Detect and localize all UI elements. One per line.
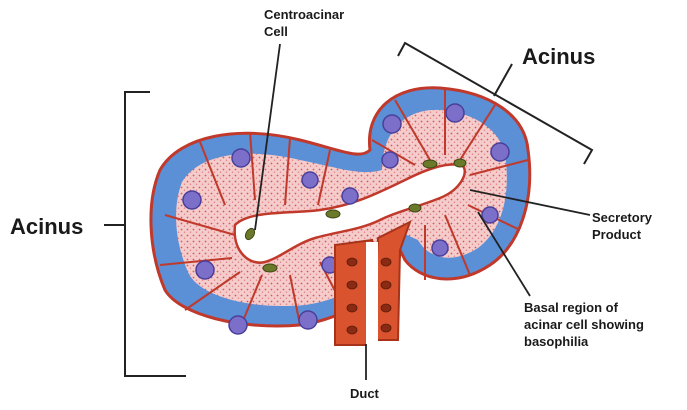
duct-label: Duct	[350, 385, 379, 402]
secretory-label-line-2: Product	[592, 226, 652, 243]
basal-label-line-3: basophilia	[524, 333, 644, 350]
centroacinar-cell-label: Centroacinar Cell	[264, 6, 344, 40]
secretory-label-line-1: Secretory	[592, 209, 652, 226]
acinus-label-left: Acinus	[10, 214, 83, 240]
basal-label-line-2: acinar cell showing	[524, 316, 644, 333]
secretory-product-label: Secretory Product	[592, 209, 652, 243]
basal-label-line-1: Basal region of	[524, 299, 644, 316]
acinus-label-top: Acinus	[522, 44, 595, 70]
centroacinar-label-line-1: Centroacinar	[264, 6, 344, 23]
basal-region-label: Basal region of acinar cell showing baso…	[524, 299, 644, 350]
centroacinar-label-line-2: Cell	[264, 23, 344, 40]
